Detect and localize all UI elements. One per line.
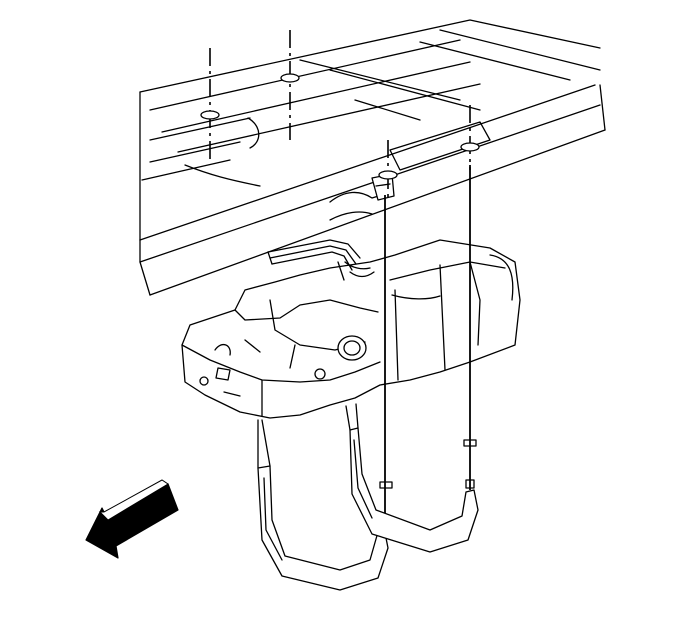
fuel-tank-strap-rear [345, 403, 479, 553]
frame-cross-member [139, 84, 606, 296]
mounting-studs [200, 73, 480, 180]
direction-arrow-icon [85, 479, 179, 559]
alignment-centerlines [209, 30, 471, 200]
fuel-lines [267, 239, 375, 281]
underbody-floor-panel [139, 19, 601, 241]
fuel-tank [181, 239, 521, 419]
